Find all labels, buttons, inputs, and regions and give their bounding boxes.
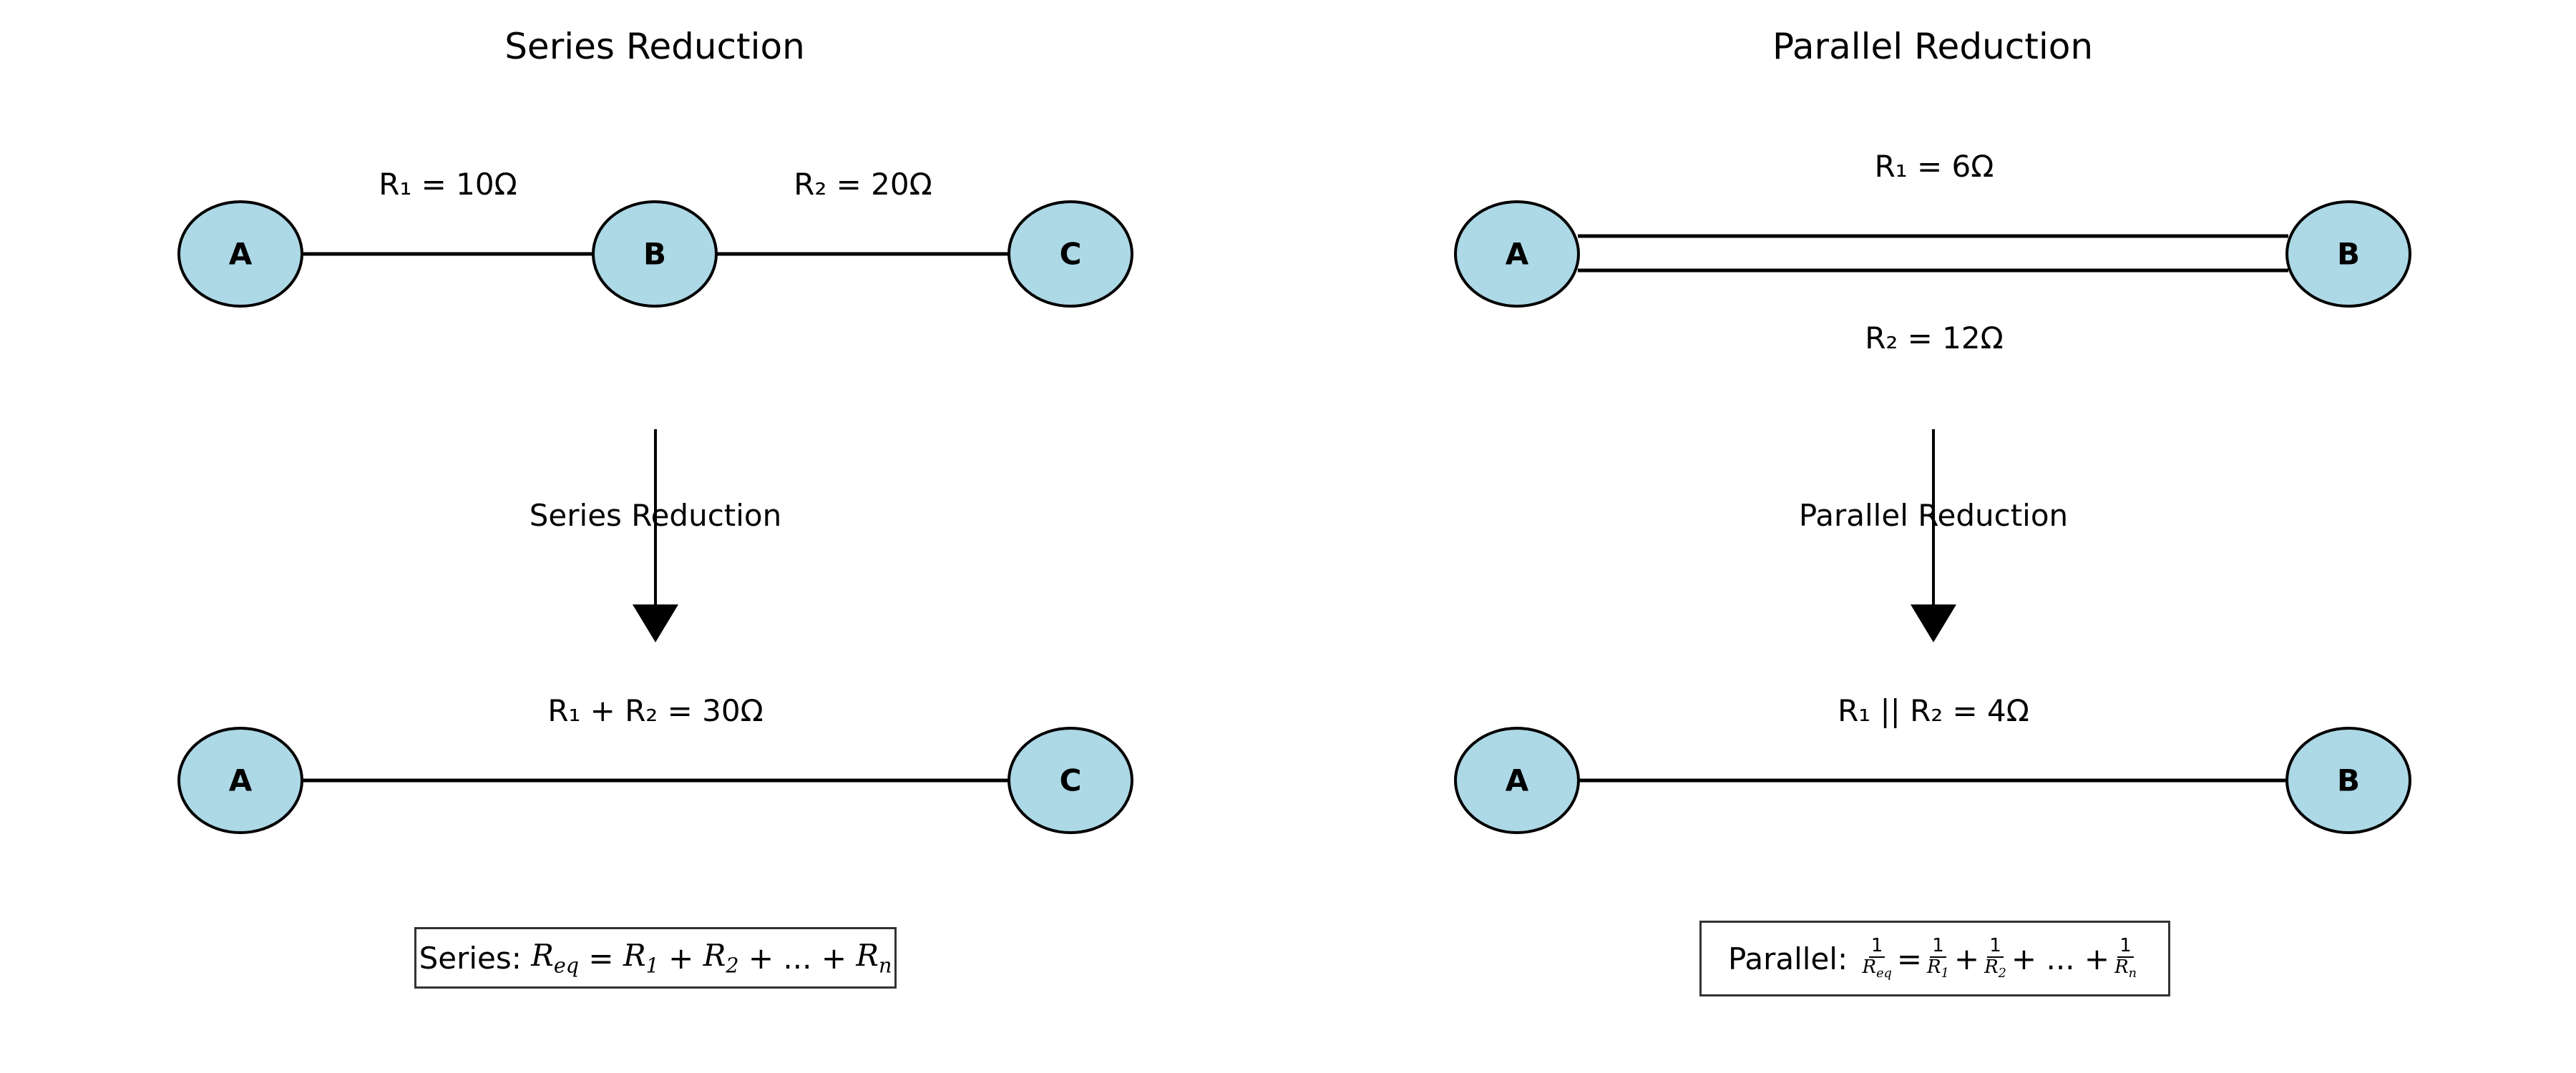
parallel-formula-plus-2: + [2011,941,2037,976]
series-node-c-bottom-label: C [1060,763,1082,798]
series-formula-plus-1: + [668,940,694,976]
parallel-node-a-top-label: A [1506,237,1529,272]
parallel-node-a-top: A [1454,200,1580,308]
parallel-formula-plus-1: + [1953,941,1980,976]
series-formula-box: Series: Req = R1 + R2 + ... + Rn [414,927,897,989]
series-reduction-arrow [633,429,678,642]
series-formula-term-1: R1 [623,938,659,978]
parallel-formula-plus-3: + [2084,941,2110,976]
series-node-c-top-label: C [1060,237,1082,272]
parallel-node-b-top: B [2285,200,2411,308]
series-node-a-top-label: A [229,237,253,272]
parallel-formula-prefix: Parallel: [1727,941,1848,976]
series-r2-label: R₂ = 20Ω [794,167,932,202]
series-panel: Series Reduction R₁ = 10Ω R₂ = 20Ω A B C… [177,26,1133,834]
parallel-r2-label: R₂ = 12Ω [1865,320,2003,356]
parallel-panel: Parallel Reduction R₁ = 6Ω R₂ = 12Ω A B … [1454,26,2411,834]
series-node-a-top: A [177,200,303,308]
series-formula-term-n: Rn [856,938,892,978]
parallel-node-a-bottom: A [1454,727,1580,834]
parallel-arrowhead [1911,604,1956,642]
series-node-b-top: B [592,200,718,308]
series-arrow-label: Series Reduction [530,498,781,533]
series-r1-label: R₁ = 10Ω [379,167,517,202]
series-formula-prefix: Series: [419,940,522,976]
series-formula-term-2: R2 [703,938,739,978]
series-title: Series Reduction [504,26,805,67]
series-formula-equals: = [588,940,614,976]
parallel-node-b-top-label: B [2337,237,2360,272]
series-result-label: R₁ + R₂ = 30Ω [547,693,763,728]
series-formula-plus-3: + [821,940,847,976]
parallel-formula-dots: ... [2046,941,2075,976]
parallel-arrow-label: Parallel Reduction [1799,498,2068,533]
series-formula-dots: ... [783,940,812,976]
parallel-node-b-bottom-label: B [2337,763,2360,798]
series-node-a-bottom: A [177,727,303,834]
series-node-a-bottom-label: A [229,763,253,798]
parallel-node-a-bottom-label: A [1506,763,1529,798]
parallel-result-label: R₁ || R₂ = 4Ω [1838,693,2029,728]
series-node-c-bottom: C [1008,727,1133,834]
parallel-reduction-arrow [1911,429,1956,642]
series-arrowhead [633,604,678,642]
series-formula-lhs: Req [531,938,580,978]
series-formula-plus-2: + [748,940,774,976]
parallel-r1-label: R₁ = 6Ω [1875,149,1994,184]
parallel-title: Parallel Reduction [1772,26,2093,67]
series-node-b-top-label: B [643,237,666,272]
parallel-formula-equals: = [1896,941,1923,976]
series-node-c-top: C [1008,200,1133,308]
parallel-node-b-bottom: B [2285,727,2411,834]
